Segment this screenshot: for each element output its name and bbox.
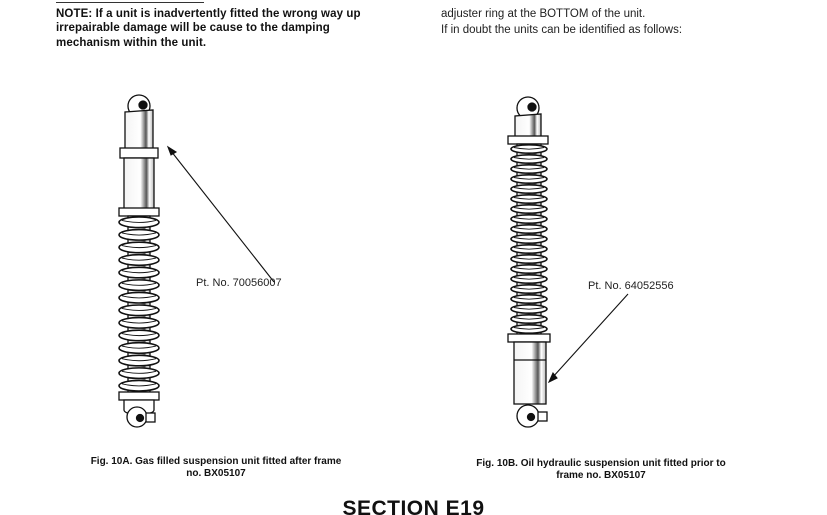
spring-coil-shade (513, 297, 545, 300)
spring-coil-shade (121, 257, 157, 261)
spring-coils-b (510, 144, 548, 334)
spring-coil-shade (121, 320, 157, 324)
right-text-line-1: adjuster ring at the BOTTOM of the unit. (441, 8, 646, 20)
figure-caption-b: Fig. 10B. Oil hydraulic suspension unit … (426, 458, 776, 482)
spring-coil-shade (121, 333, 157, 337)
gas-filled-unit-drawing (118, 94, 160, 428)
spring-coil-shade (513, 177, 545, 180)
leader-arrow-a (166, 145, 275, 283)
spring-coil-shade (121, 295, 157, 299)
spring-coils-a (118, 216, 160, 392)
spring-coil-shade (513, 327, 545, 330)
spring-coil-shade (513, 157, 545, 160)
note-line-1: NOTE: If a unit is inadvertently fitted … (56, 8, 361, 20)
note-line-2: irrepairable damage will be cause to the… (56, 22, 330, 34)
spring-coil-shade (121, 383, 157, 387)
spring-coil-shade (513, 257, 545, 260)
spring-coil-shade (513, 187, 545, 190)
spring-coil-shade (513, 247, 545, 250)
spring-coil-shade (513, 287, 545, 290)
oil-hydraulic-unit-drawing (507, 96, 551, 428)
cut-off-line-left (56, 0, 204, 6)
caption-b-line-1: Fig. 10B. Oil hydraulic suspension unit … (476, 458, 726, 469)
spring-coil-shade (513, 217, 545, 220)
part-number-label-b: Pt. No. 64052556 (588, 280, 674, 292)
spring-coil-shade (513, 167, 545, 170)
right-text-line-2: If in doubt the units can be identified … (441, 24, 683, 36)
caption-b-line-2: frame no. BX05107 (556, 470, 646, 481)
spring-coil-shade (121, 245, 157, 249)
spring-coil-shade (121, 307, 157, 311)
spring-coil-shade (121, 345, 157, 349)
part-number-label-a: Pt. No. 70056007 (196, 277, 282, 289)
spring-coil-shade (513, 307, 545, 310)
note-line-3: mechanism within the unit. (56, 37, 207, 49)
spring-coil-shade (513, 197, 545, 200)
spring-coil-shade (121, 370, 157, 374)
caption-a-line-2: no. BX05107 (186, 468, 246, 479)
spring-coil-shade (121, 219, 157, 223)
spring-coil-shade (121, 232, 157, 236)
spring-coil-shade (513, 147, 545, 150)
spring-coil-shade (121, 270, 157, 274)
spring-coil-shade (513, 267, 545, 270)
spring-coil-shade (513, 237, 545, 240)
spring-coil-shade (513, 317, 545, 320)
section-heading: SECTION E19 (342, 497, 485, 515)
figure-caption-a: Fig. 10A. Gas filled suspension unit fit… (46, 456, 386, 480)
spring-coil-shade (121, 358, 157, 362)
spring-coil-shade (513, 207, 545, 210)
spring-coil-shade (121, 282, 157, 286)
leader-arrow-b (547, 293, 629, 384)
spring-coil-shade (513, 277, 545, 280)
caption-a-line-1: Fig. 10A. Gas filled suspension unit fit… (90, 456, 342, 467)
spring-coil-shade (513, 227, 545, 230)
